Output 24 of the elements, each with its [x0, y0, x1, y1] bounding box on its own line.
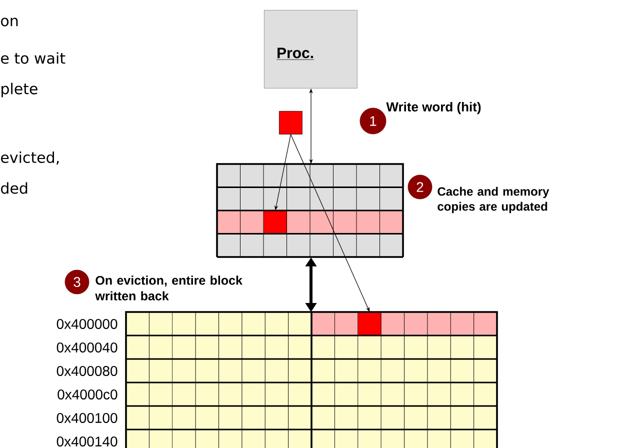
step-caption: Write word (hit): [386, 102, 481, 114]
cache-grid: [216, 163, 404, 258]
processor-box: Proc.: [264, 10, 358, 88]
address-label: 0x400140: [56, 436, 118, 446]
body-text: ded: [1, 182, 28, 194]
data-word: [264, 210, 287, 234]
body-text: e to wait: [1, 52, 66, 64]
body-text: plete: [2, 82, 38, 98]
body-text: on: [1, 18, 18, 26]
address-label: 0x4000c0: [58, 390, 118, 400]
step-number: 1: [360, 108, 386, 134]
step-caption: On eviction, entire block written back: [95, 276, 242, 300]
body-text: evicted,: [1, 151, 59, 165]
address-label: 0x400100: [56, 413, 118, 423]
memory-grid: [125, 311, 498, 448]
step-number: 3: [64, 270, 90, 294]
address-label: 0x400040: [56, 342, 118, 352]
address-label: 0x400000: [56, 319, 118, 329]
data-word: [358, 312, 382, 336]
address-label: 0x400080: [56, 366, 118, 376]
arrow: [290, 134, 370, 312]
data-word: [279, 111, 302, 134]
step-number: 2: [408, 174, 432, 200]
step-caption: Cache and memory copies are updated: [438, 186, 550, 214]
